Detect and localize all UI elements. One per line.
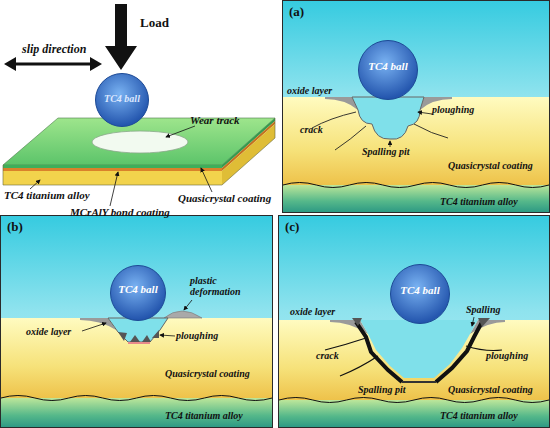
coating-band: Quasicrystal coating	[283, 97, 549, 185]
annotation-label: crack	[316, 350, 339, 361]
annotation-label: crack	[300, 124, 323, 135]
substrate-band: TC4 titanium alloy	[283, 185, 549, 212]
ball-symbol: TC4 ball	[95, 73, 149, 127]
leader-line	[30, 180, 40, 189]
annotation-label: Wear track	[190, 114, 240, 126]
annotation-label: ploughing	[486, 350, 528, 361]
annotation-label: Quasicrystal coating	[178, 192, 271, 204]
annotation-label: Spalling pit	[362, 146, 410, 157]
annotation-label: ploughing	[432, 104, 474, 115]
panel-letter: (c)	[285, 220, 299, 234]
ball-circle	[111, 266, 166, 321]
leader-line	[201, 168, 212, 192]
ball-label: TC4 ball	[390, 284, 450, 296]
annotation-label: oxide layer	[290, 306, 335, 317]
annotation-label: MCrAlY bond coating	[70, 206, 170, 218]
ball-label: TC4 ball	[358, 60, 418, 72]
annotation-label: Spalling pit	[358, 384, 406, 395]
ball-circle	[359, 41, 418, 100]
panel-letter: (a)	[289, 5, 304, 19]
slip-arrow-shaft	[14, 63, 92, 66]
slip-arrow-head	[4, 57, 16, 71]
stage-panel: (c) TC4 ballQuasicrystal coatingTC4 titan…	[278, 215, 550, 428]
annotation-label: TC4 titanium alloy	[4, 189, 90, 201]
ball-symbol: TC4 ball	[110, 265, 166, 321]
stage-panel: (a) TC4 ballQuasicrystal coatingTC4 titan…	[282, 0, 550, 213]
load-arrow	[105, 4, 137, 70]
annotation-label: slip direction	[22, 43, 86, 56]
layer-label: Quasicrystal coating	[448, 384, 533, 395]
layer-label: TC4 titanium alloy	[165, 410, 243, 421]
layer-label: TC4 titanium alloy	[440, 196, 518, 207]
annotation-label: oxide layer	[287, 85, 332, 96]
ball-circle	[96, 74, 149, 127]
panel-letter: (b)	[7, 220, 23, 234]
ball-circle	[391, 265, 450, 324]
leader-line	[110, 172, 118, 206]
wear-track	[92, 131, 188, 153]
layer-label: Quasicrystal coating	[165, 368, 250, 379]
quasicrystal-layer	[3, 165, 222, 168]
substrate-band: TC4 titanium alloy	[279, 400, 549, 427]
annotation-label: Load	[140, 16, 169, 30]
layer-label: TC4 titanium alloy	[440, 410, 518, 421]
bond-coat-layer	[3, 168, 222, 171]
bond-coat-side	[222, 121, 275, 171]
ball-symbol: TC4 ball	[390, 264, 450, 324]
leader-line	[166, 126, 195, 137]
substrate-layer	[3, 171, 222, 185]
annotation-label: plastic deformation	[190, 275, 252, 297]
annotation-label: oxide layer	[26, 326, 71, 337]
ball-label: TC4 ball	[95, 93, 149, 104]
annotation-label: ploughing	[176, 330, 218, 341]
ball-symbol: TC4 ball	[358, 40, 418, 100]
slab-outline	[3, 118, 275, 185]
ball-label: TC4 ball	[110, 283, 166, 295]
substrate-band: TC4 titanium alloy	[1, 398, 272, 427]
substrate-side	[222, 124, 275, 185]
annotation-label: Spalling	[466, 304, 500, 315]
stage-panel: (b) TC4 ballQuasicrystal coatingTC4 titan…	[0, 215, 273, 428]
slip-arrow-head	[90, 57, 102, 71]
layer-label: Quasicrystal coating	[448, 160, 533, 171]
